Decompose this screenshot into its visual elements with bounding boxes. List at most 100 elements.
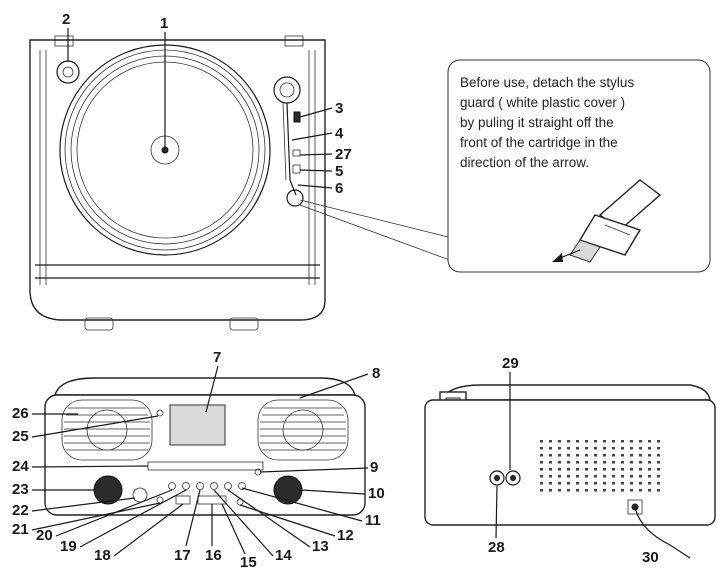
- vent-hole: [648, 482, 651, 485]
- vent-hole: [576, 482, 579, 485]
- label-27: 27: [335, 146, 352, 163]
- vent-hole: [612, 489, 615, 492]
- vent-hole: [621, 440, 624, 443]
- vent-hole: [594, 468, 597, 471]
- label-18: 18: [94, 547, 111, 564]
- vent-hole: [639, 489, 642, 492]
- vent-hole: [576, 454, 579, 457]
- vent-hole: [648, 454, 651, 457]
- vent-hole: [594, 489, 597, 492]
- label-1: 1: [160, 15, 168, 32]
- vent-hole: [540, 475, 543, 478]
- vent-hole: [585, 461, 588, 464]
- vent-hole: [576, 489, 579, 492]
- vent-hole: [576, 468, 579, 471]
- vent-hole: [558, 440, 561, 443]
- vent-hole: [594, 440, 597, 443]
- vent-hole: [558, 475, 561, 478]
- vent-hole: [567, 468, 570, 471]
- vent-hole: [594, 447, 597, 450]
- vent-hole: [621, 482, 624, 485]
- label-9: 9: [370, 459, 378, 476]
- vent-hole: [621, 468, 624, 471]
- vent-hole: [576, 461, 579, 464]
- vent-hole: [657, 461, 660, 464]
- vent-hole: [594, 461, 597, 464]
- cartridge-icon: [569, 179, 662, 263]
- vent-hole: [603, 447, 606, 450]
- vent-hole: [639, 461, 642, 464]
- label-23: 23: [12, 481, 29, 498]
- vent-hole: [540, 440, 543, 443]
- label-29: 29: [502, 355, 519, 372]
- vent-hole: [603, 454, 606, 457]
- vent-hole: [648, 475, 651, 478]
- vent-hole: [630, 482, 633, 485]
- vent-hole: [630, 489, 633, 492]
- vent-hole: [612, 482, 615, 485]
- vent-hole: [612, 454, 615, 457]
- vent-hole: [585, 447, 588, 450]
- vent-hole: [621, 475, 624, 478]
- label-22: 22: [12, 502, 29, 519]
- vent-hole: [549, 468, 552, 471]
- vent-hole: [657, 447, 660, 450]
- vent-hole: [621, 461, 624, 464]
- label-6: 6: [335, 180, 343, 197]
- label-11: 11: [365, 512, 381, 529]
- label-12: 12: [337, 527, 354, 544]
- vent-hole: [648, 468, 651, 471]
- right-knob: [273, 475, 303, 505]
- vent-hole: [639, 447, 642, 450]
- vent-hole: [549, 440, 552, 443]
- vent-hole: [576, 440, 579, 443]
- vent-hole: [540, 461, 543, 464]
- vent-hole: [630, 475, 633, 478]
- label-25: 25: [12, 428, 29, 445]
- vent-hole: [594, 482, 597, 485]
- note-line-3: by puling it straight off the: [460, 115, 614, 130]
- vent-hole: [657, 489, 660, 492]
- vent-hole: [549, 461, 552, 464]
- vent-hole: [558, 461, 561, 464]
- vent-hole: [657, 482, 660, 485]
- vent-hole: [639, 475, 642, 478]
- label-5: 5: [335, 163, 343, 180]
- vent-hole: [612, 475, 615, 478]
- vent-hole: [540, 454, 543, 457]
- vent-hole: [612, 440, 615, 443]
- vent-hole: [558, 447, 561, 450]
- vent-hole: [648, 447, 651, 450]
- top-view: [29, 35, 461, 331]
- vent-grille: [540, 440, 660, 492]
- vent-hole: [585, 489, 588, 492]
- vent-hole: [603, 461, 606, 464]
- vent-hole: [549, 447, 552, 450]
- tonearm: [273, 76, 304, 207]
- label-13: 13: [312, 538, 329, 555]
- right-speaker-grille: [257, 399, 349, 461]
- label-21: 21: [12, 521, 29, 538]
- vent-hole: [576, 475, 579, 478]
- vent-hole: [567, 482, 570, 485]
- display-window: [169, 404, 226, 446]
- vent-hole: [558, 468, 561, 471]
- vent-hole: [585, 475, 588, 478]
- vent-hole: [558, 489, 561, 492]
- vent-hole: [567, 461, 570, 464]
- vent-hole: [612, 461, 615, 464]
- vent-hole: [567, 440, 570, 443]
- vent-hole: [558, 454, 561, 457]
- rear-view-labels: 29 28 30: [488, 355, 659, 566]
- vent-hole: [603, 468, 606, 471]
- vent-hole: [540, 489, 543, 492]
- note-line-4: front of the cartridge in the: [460, 135, 618, 150]
- vent-hole: [540, 482, 543, 485]
- note-line-5: direction of the arrow.: [460, 155, 589, 170]
- vent-hole: [567, 489, 570, 492]
- label-8: 8: [372, 365, 380, 382]
- left-speaker-grille: [61, 399, 153, 461]
- vent-hole: [585, 454, 588, 457]
- vent-hole: [639, 482, 642, 485]
- label-24: 24: [12, 458, 29, 475]
